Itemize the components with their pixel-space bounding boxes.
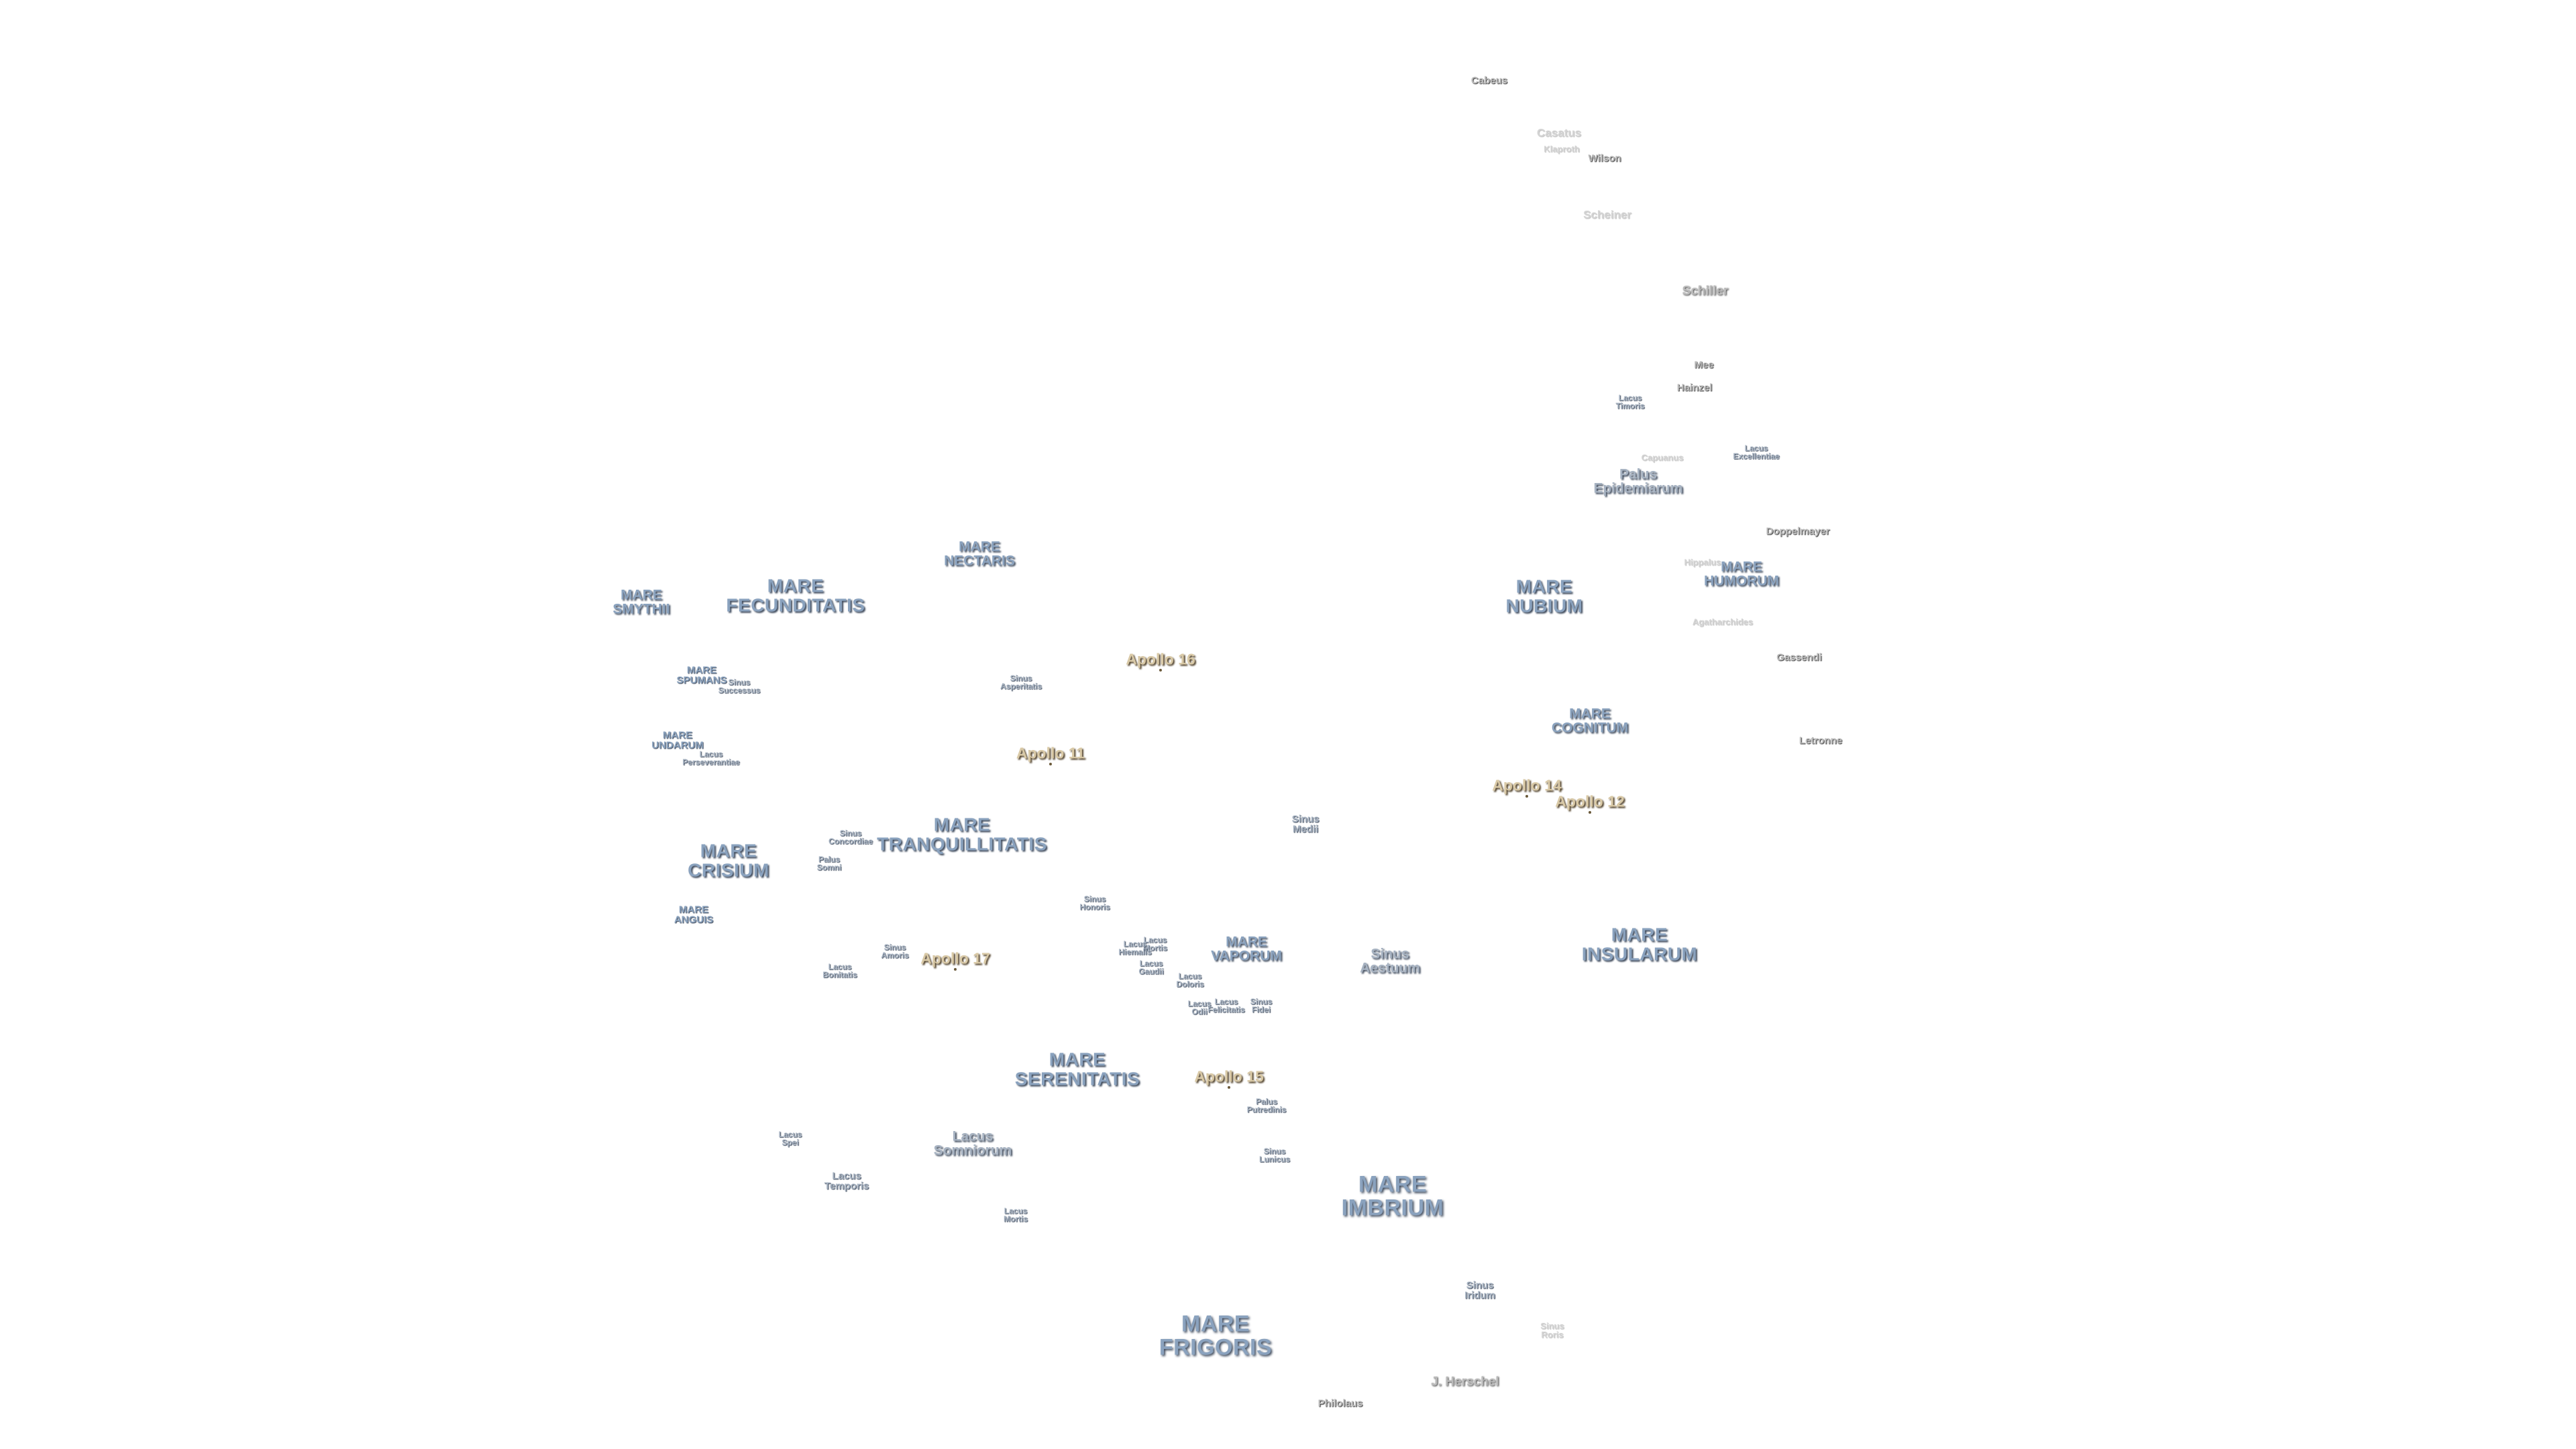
- label-hainzel: Hainzel: [1676, 382, 1713, 394]
- label-apollo-14: Apollo 14: [1492, 776, 1562, 794]
- label-sinus-asperitatis: Sinus Asperitatis: [1000, 673, 1042, 691]
- label-klaproth: Klaproth: [1544, 144, 1580, 154]
- label-lacus-spei: Lacus Spei: [778, 1129, 802, 1147]
- label-mare-imbrium: MARE IMBRIUM: [1341, 1171, 1444, 1220]
- label-mee: Mee: [1694, 359, 1714, 371]
- label-lacus-hiemalis: Lacus Hiemalis: [1118, 938, 1152, 957]
- label-mare-cognitum: MARE COGNITUM: [1551, 706, 1629, 736]
- label-mare-nubium: MARE NUBIUM: [1505, 576, 1583, 616]
- label-lacus-excellentiae: Lacus Excellentiae: [1733, 443, 1780, 461]
- label-philolaus: Philolaus: [1318, 1397, 1363, 1409]
- label-mare-vaporum: MARE VAPORUM: [1211, 934, 1282, 964]
- label-mare-insularum: MARE INSULARUM: [1581, 924, 1698, 964]
- label-gassendi: Gassendi: [1776, 651, 1822, 663]
- landing-site-marker-apollo-17: [954, 968, 957, 971]
- label-palus-epidemiarum: Palus Epidemiarum: [1593, 466, 1683, 496]
- label-lacus-mortis-upper: Lacus Mortis: [1143, 934, 1167, 953]
- label-sinus-amoris: Sinus Amoris: [881, 942, 909, 960]
- label-mare-crisium: MARE CRISIUM: [688, 840, 769, 880]
- label-doppelmayer: Doppelmayer: [1766, 525, 1830, 537]
- label-capuanus: Capuanus: [1641, 452, 1684, 463]
- label-schiller: Schiller: [1682, 284, 1729, 299]
- label-lacus-felicitatis: Lacus Felicitatis: [1208, 996, 1245, 1014]
- label-letronne: Letronne: [1799, 735, 1843, 747]
- label-sinus-successus: Sinus Successus: [718, 677, 761, 695]
- label-lacus-somniorum: Lacus Somniorum: [933, 1128, 1012, 1159]
- label-lacus-timoris: Lacus Timoris: [1615, 392, 1645, 411]
- label-lacus-odii: Lacus Odii: [1187, 998, 1212, 1016]
- label-apollo-17: Apollo 17: [920, 949, 990, 967]
- landing-site-marker-apollo-11: [1049, 763, 1052, 765]
- label-mare-serenitatis: MARE SERENITATIS: [1014, 1049, 1140, 1089]
- label-lacus-bonitatis: Lacus Bonitatis: [822, 961, 857, 979]
- label-scheiner: Scheiner: [1583, 208, 1631, 221]
- label-mare-humorum: MARE HUMORUM: [1704, 559, 1779, 589]
- label-agatharchides: Agatharchides: [1692, 616, 1754, 627]
- label-mare-smythii: MARE SMYTHII: [612, 587, 670, 617]
- label-mare-tranquillitatis: MARE TRANQUILLITATIS: [877, 814, 1047, 854]
- label-casatus: Casatus: [1536, 126, 1582, 140]
- label-lacus-perseverantiae: Lacus Perseverantiae: [682, 749, 740, 767]
- label-palus-putredinis: Palus Putredinis: [1246, 1096, 1287, 1114]
- label-sinus-fidei: Sinus Fidei: [1250, 996, 1273, 1014]
- label-mare-anguis: MARE ANGUIS: [674, 904, 714, 926]
- label-lacus-doloris: Lacus Doloris: [1176, 971, 1204, 989]
- label-lacus-temporis: Lacus Temporis: [824, 1170, 869, 1192]
- landing-site-marker-apollo-12: [1589, 811, 1591, 814]
- label-sinus-iridum: Sinus Iridum: [1464, 1279, 1495, 1301]
- label-apollo-16: Apollo 16: [1126, 650, 1195, 668]
- label-sinus-lunicus: Sinus Lunicus: [1258, 1146, 1291, 1164]
- label-sinus-honoris: Sinus Honoris: [1079, 894, 1110, 912]
- label-sinus-medii: Sinus Medii: [1291, 813, 1320, 835]
- label-mare-frigoris: MARE FRIGORIS: [1159, 1311, 1273, 1360]
- label-j-herschel: J. Herschel: [1431, 1375, 1499, 1389]
- label-mare-spumans: MARE SPUMANS: [676, 664, 727, 686]
- label-mare-undarum: MARE UNDARUM: [651, 729, 704, 751]
- label-hippalus: Hippalus: [1684, 557, 1721, 568]
- label-lacus-gaudii: Lacus Gaudii: [1138, 958, 1164, 976]
- label-cabeus: Cabeus: [1470, 74, 1508, 87]
- label-mare-nectaris: MARE NECTARIS: [944, 539, 1015, 569]
- label-apollo-11: Apollo 11: [1016, 744, 1085, 762]
- label-lacus-mortis: Lacus Mortis: [1004, 1205, 1028, 1224]
- label-wilson: Wilson: [1588, 152, 1621, 164]
- label-palus-somni: Palus Somni: [816, 854, 842, 872]
- label-sinus-roris: Sinus Roris: [1540, 1320, 1564, 1340]
- label-sinus-aestuum: Sinus Aestuum: [1360, 946, 1420, 976]
- landing-site-marker-apollo-15: [1228, 1086, 1230, 1089]
- landing-site-marker-apollo-14: [1525, 795, 1528, 798]
- label-mare-fecunditatis: MARE FECUNDITATIS: [726, 575, 865, 615]
- label-sinus-concordiae: Sinus Concordiae: [828, 828, 873, 846]
- label-apollo-12: Apollo 12: [1555, 792, 1625, 810]
- label-apollo-15: Apollo 15: [1194, 1067, 1264, 1085]
- landing-site-marker-apollo-16: [1159, 669, 1162, 672]
